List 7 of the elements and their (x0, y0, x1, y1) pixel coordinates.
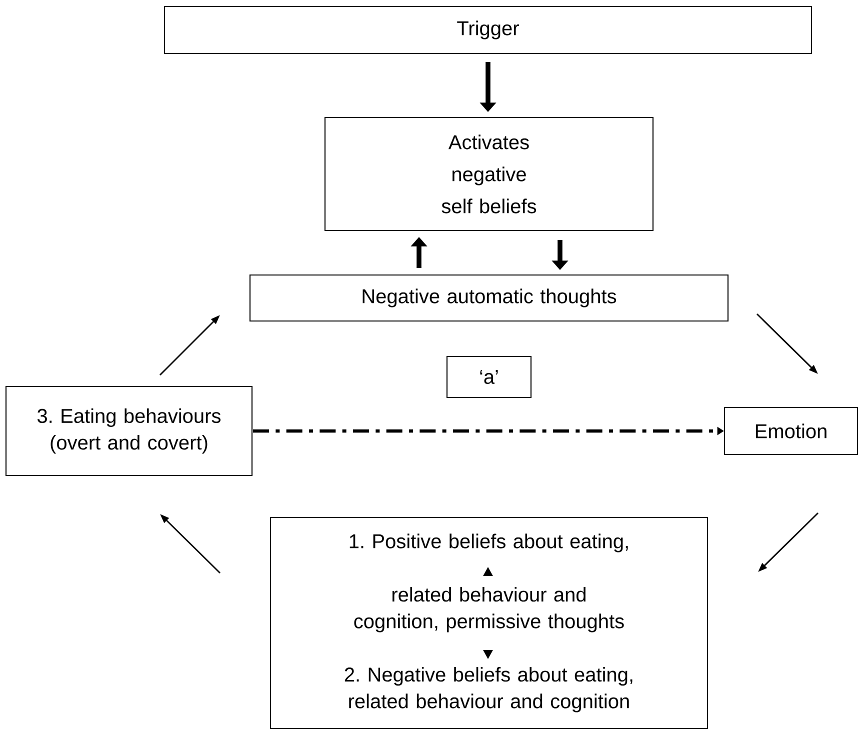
emotion-box: Emotion (724, 406, 858, 456)
trigger-box: Trigger (164, 6, 812, 54)
belief-box: Activates negative self beliefs (324, 116, 654, 232)
behaviour-box: 3. Eating behaviours (overt and covert) (5, 386, 253, 476)
beliefs-box: 1. Positive beliefs about eating, related behaviour and cognition, permissive thoughts 2. Negative beliefs about eating, related behaviour and cognition (270, 516, 708, 730)
thoughts-box: Negative automatic thoughts (249, 274, 729, 322)
label-box: ‘a’ (446, 356, 532, 398)
